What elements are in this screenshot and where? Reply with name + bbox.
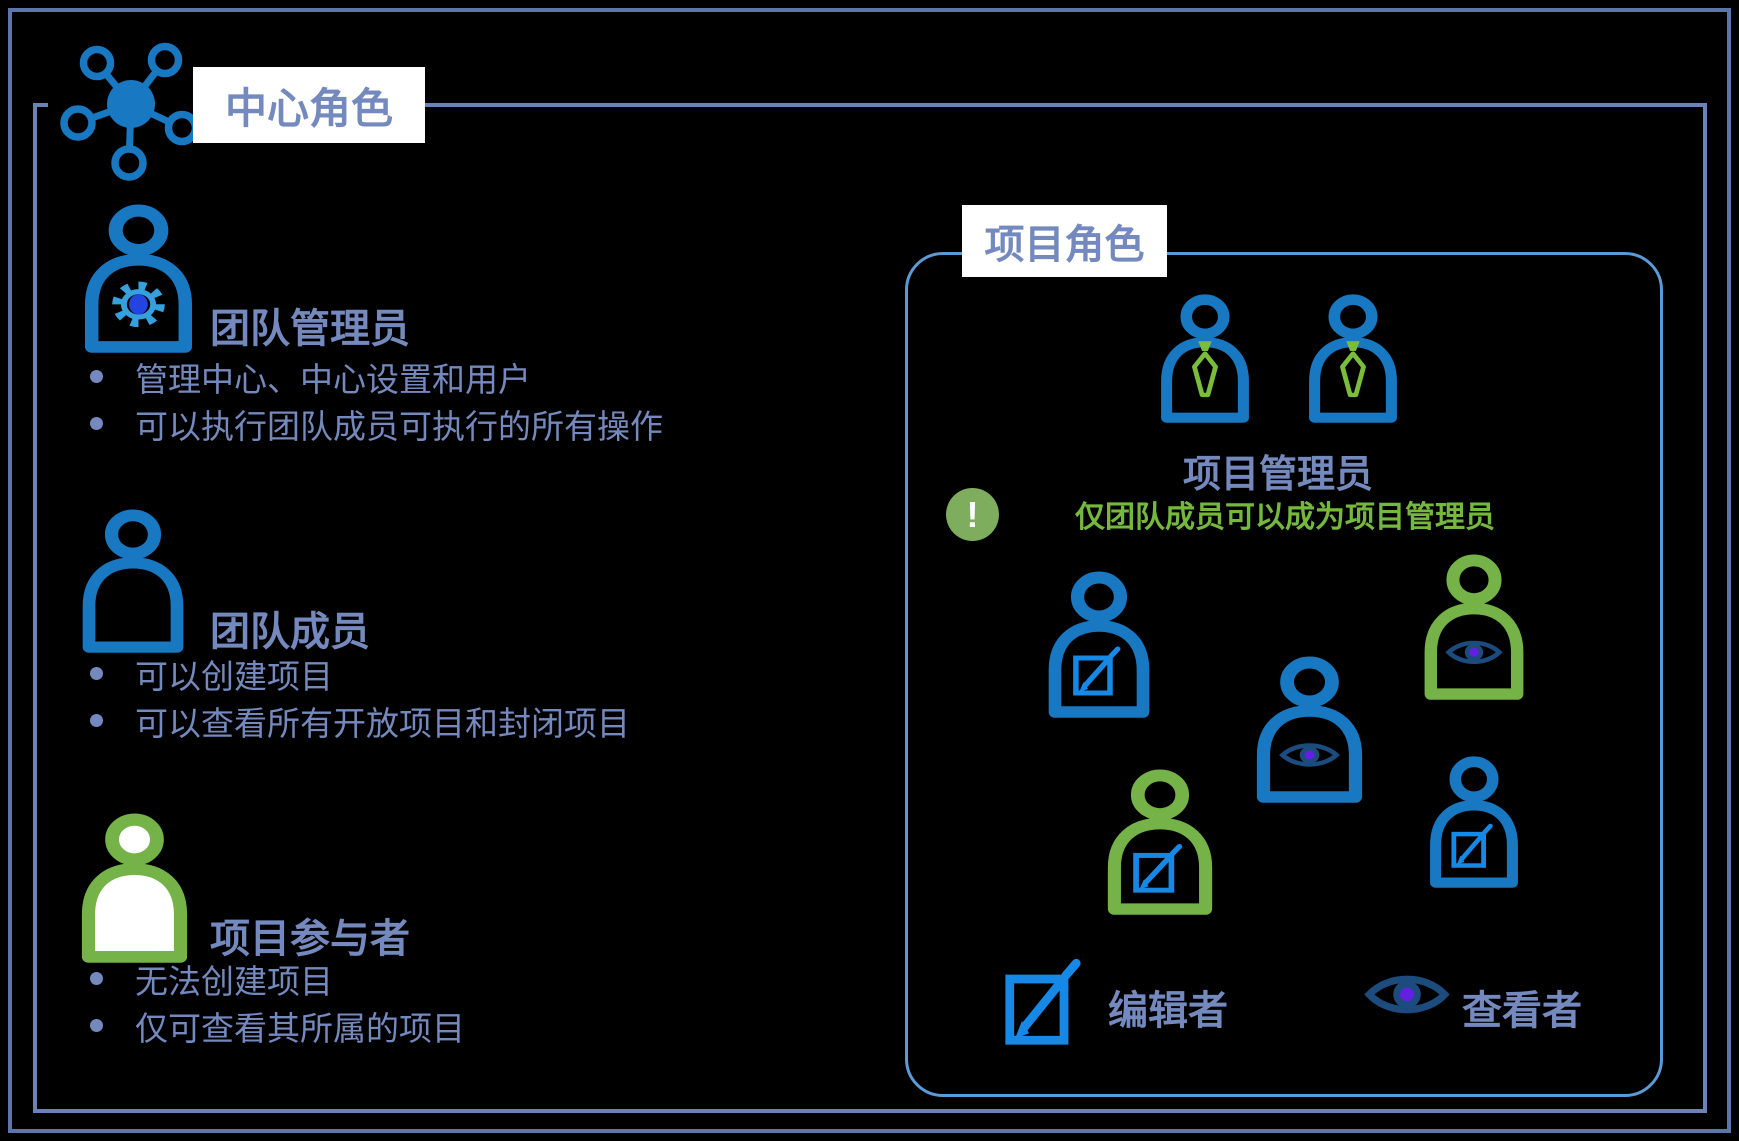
exclamation-icon: !: [946, 488, 999, 541]
person-icon: [78, 508, 188, 653]
team-admin-title: 团队管理员: [210, 307, 410, 351]
person-editor-icon: [1103, 768, 1217, 915]
bullet-dot: [90, 370, 103, 383]
project-participant-title: 项目参与者: [210, 917, 410, 961]
bullet-item: 无法创建项目: [90, 960, 465, 1007]
project-roles-title: 项目角色: [962, 205, 1167, 277]
team-member-bullets: 可以创建项目 可以查看所有开放项目和封闭项目: [90, 655, 630, 749]
project-roles-title-text: 项目角色: [984, 223, 1145, 267]
edit-pencil-icon: [998, 950, 1088, 1047]
bullet-text: 可以执行团队成员可执行的所有操作: [135, 408, 663, 445]
bullet-dot: [90, 667, 103, 680]
bullet-text: 管理中心、中心设置和用户: [135, 361, 531, 398]
person-filled-icon: [77, 812, 192, 963]
outer-frame: [8, 8, 1731, 1133]
bullet-item: 可以查看所有开放项目和封闭项目: [90, 702, 630, 749]
person-tie-icon: [1157, 293, 1253, 423]
eye-icon: [1364, 966, 1450, 1023]
bullet-text: 可以查看所有开放项目和封闭项目: [135, 705, 630, 742]
project-admin-note: 仅团队成员可以成为项目管理员: [1075, 501, 1495, 534]
bullet-item: 仅可查看其所属的项目: [90, 1007, 465, 1054]
team-admin-bullets: 管理中心、中心设置和用户 可以执行团队成员可执行的所有操作: [90, 358, 663, 452]
bullet-dot: [90, 1019, 103, 1032]
network-hub-icon: [55, 33, 207, 183]
person-tie-icon: [1305, 293, 1401, 423]
bullet-item: 可以执行团队成员可执行的所有操作: [90, 405, 663, 452]
bullet-dot: [90, 972, 103, 985]
bullet-text: 可以创建项目: [135, 658, 333, 695]
bullet-item: 可以创建项目: [90, 655, 630, 702]
team-member-title: 团队成员: [210, 610, 370, 654]
person-gear-icon: [80, 203, 197, 353]
hub-roles-frame: [33, 103, 1707, 1113]
bullet-item: 管理中心、中心设置和用户: [90, 358, 663, 405]
exclamation-glyph: !: [966, 493, 979, 535]
hub-roles-title: 中心角色: [193, 67, 425, 143]
bullet-text: 无法创建项目: [135, 963, 333, 1000]
person-viewer-icon: [1420, 553, 1528, 700]
hub-roles-title-text: 中心角色: [224, 84, 393, 132]
person-editor-icon: [1426, 755, 1522, 888]
project-roles-box: [905, 252, 1663, 1097]
editor-legend-label: 编辑者: [1108, 989, 1228, 1033]
bullet-text: 仅可查看其所属的项目: [135, 1010, 465, 1047]
person-editor-icon: [1044, 570, 1154, 718]
project-participant-bullets: 无法创建项目 仅可查看其所属的项目: [90, 960, 465, 1054]
viewer-legend-label: 查看者: [1462, 989, 1582, 1033]
bullet-dot: [90, 714, 103, 727]
bullet-dot: [90, 417, 103, 430]
person-viewer-icon: [1252, 655, 1367, 803]
project-admin-label: 项目管理员: [1182, 454, 1373, 496]
